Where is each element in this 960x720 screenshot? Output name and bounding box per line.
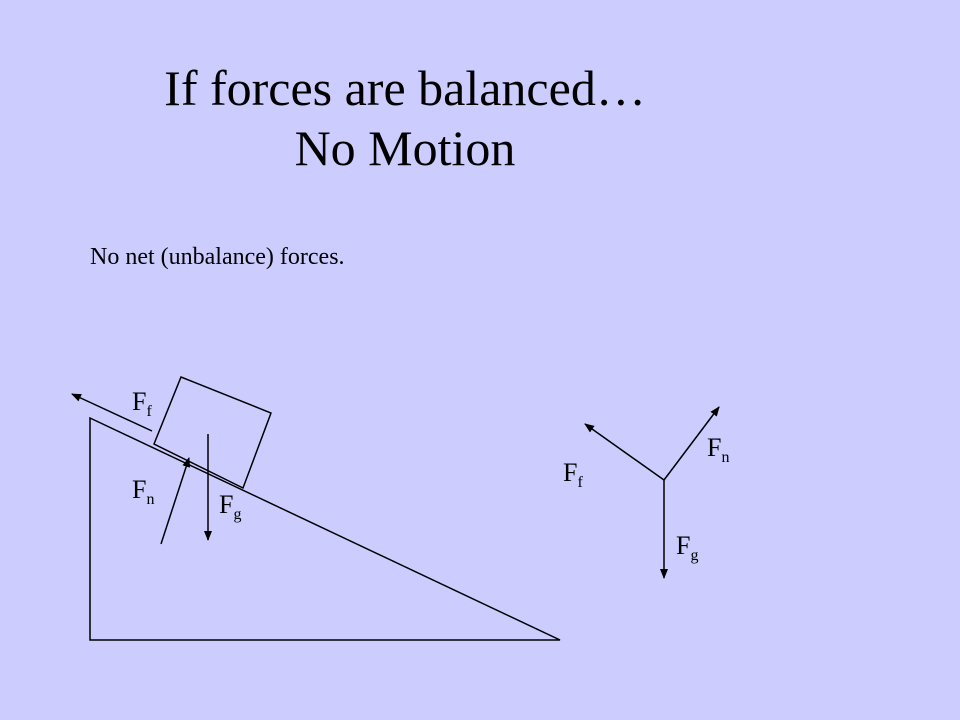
fbd-friction-label: Ff xyxy=(563,458,583,491)
fbd-normal-arrow xyxy=(663,406,720,481)
title-line-1: If forces are balanced… xyxy=(164,60,646,116)
fbd-friction-arrow xyxy=(584,423,665,481)
incline-friction-label: Ff xyxy=(132,387,152,420)
slide-title: If forces are balanced… No Motion xyxy=(0,58,810,178)
inclined-plane xyxy=(89,416,561,641)
incline-normal-arrow xyxy=(160,457,191,545)
body-text: No net (unbalance) forces. xyxy=(90,244,345,270)
incline-normal-label: Fn xyxy=(132,475,154,508)
title-line-2: No Motion xyxy=(294,120,516,176)
block xyxy=(153,376,272,490)
incline-gravity-label: Fg xyxy=(219,490,241,523)
fbd-normal-label: Fn xyxy=(707,433,729,466)
fbd-gravity-label: Fg xyxy=(676,531,698,564)
incline-friction-arrow xyxy=(71,393,153,432)
